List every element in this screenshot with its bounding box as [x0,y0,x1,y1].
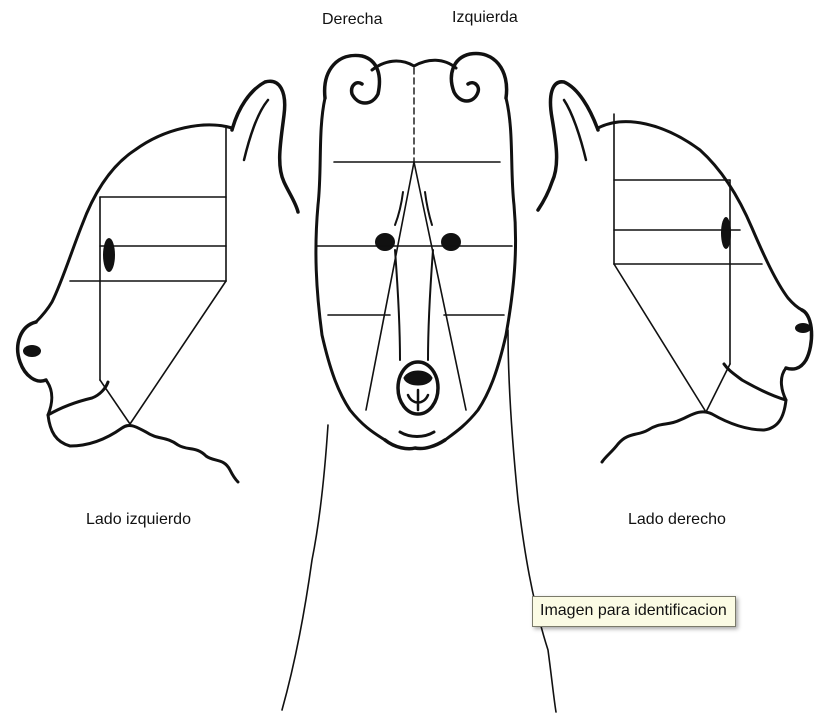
front-neck-left [282,425,328,710]
label-side-right: Lado derecho [628,511,726,528]
left-profile-inner-ear [244,100,268,160]
left-profile-measure-lines [70,128,226,424]
front-left-ear [451,53,506,101]
right-profile-jaw [602,400,786,462]
left-profile-eye [103,238,115,272]
front-mouth [400,432,434,437]
left-profile-crown [36,125,232,322]
front-head-right-outline [445,98,516,440]
front-right-eye [375,233,395,251]
front-muzzle-left [428,250,433,360]
left-profile-ear [232,81,298,212]
right-profile-measure-lines [614,114,762,412]
front-left-eye [441,233,461,251]
front-head-left-outline [316,98,385,440]
front-muzzle-right [395,250,400,360]
label-side-left: Lado izquierdo [86,511,191,528]
right-profile-mouth [724,364,786,400]
label-front-left: Izquierda [452,9,518,26]
right-profile-inner-ear [564,100,586,160]
right-profile-crown [598,122,802,310]
left-profile-mouth [46,380,108,415]
image-tooltip: Imagen para identificacion [532,596,736,627]
left-profile-nostril [23,345,41,357]
front-nose-detail [405,372,431,384]
left-profile-jaw [48,415,238,482]
left-profile-head [18,81,298,482]
right-profile-head [538,82,812,462]
right-profile-nostril [795,323,811,333]
right-profile-nose [786,310,812,369]
label-front-right: Derecha [322,11,383,28]
front-chin [385,440,445,449]
front-nose-detail-lower [408,390,428,410]
front-right-ear [325,55,380,103]
front-right-brow [395,192,403,225]
front-head [282,53,556,712]
front-neck-right [508,330,556,712]
right-profile-ear [538,82,598,210]
